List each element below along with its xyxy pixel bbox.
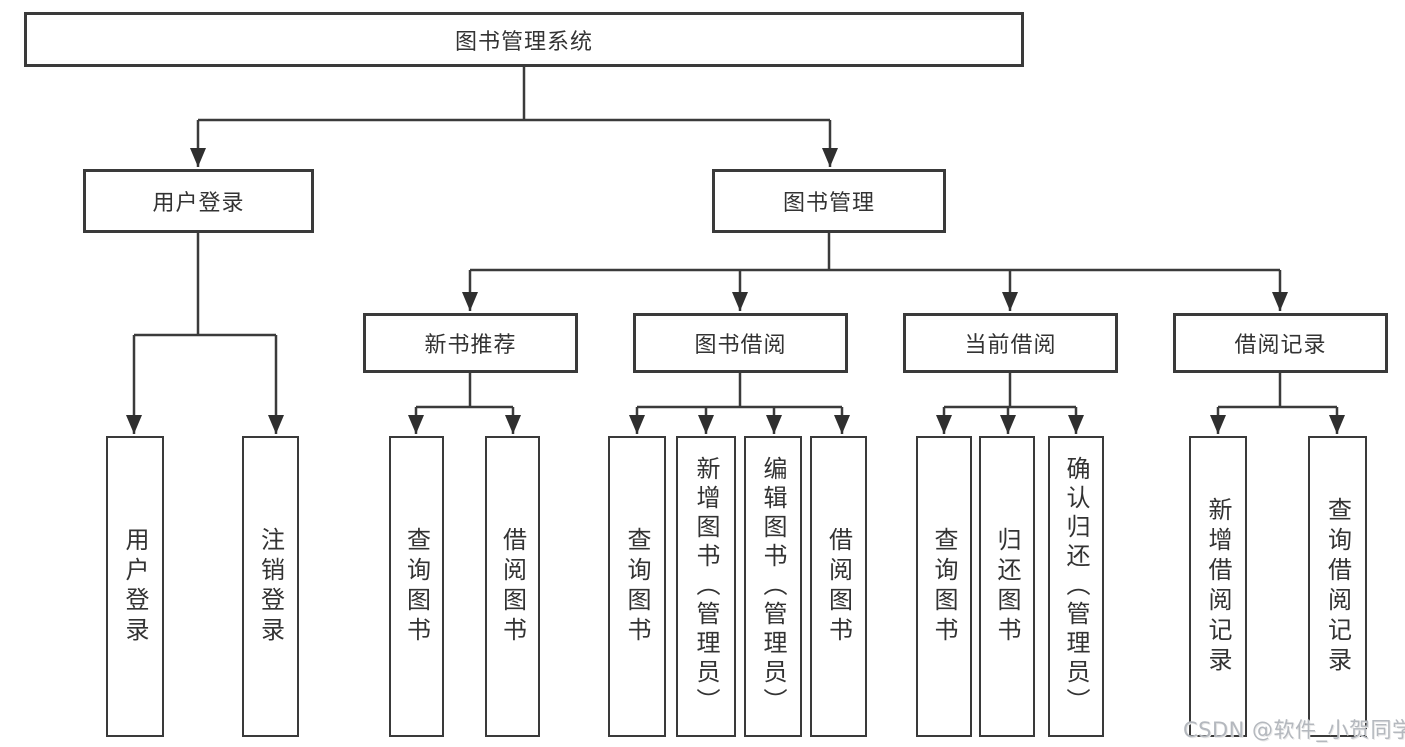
node-book-management-label: 图书管理 — [782, 191, 875, 216]
node-borrow-records-label: 借阅记录 — [1234, 333, 1327, 358]
leaf-logout: 注销登录 — [242, 436, 299, 737]
node-current-borrow: 当前借阅 — [903, 313, 1118, 373]
leaf-confirm-return-admin-label: 确认归还（管理员） — [1062, 456, 1090, 717]
node-new-book-recommend: 新书推荐 — [363, 313, 578, 373]
leaf-borrow-books-2-label: 借阅图书 — [824, 526, 853, 647]
node-current-borrow-label: 当前借阅 — [964, 333, 1057, 358]
leaf-query-books-1: 查询图书 — [389, 436, 444, 737]
leaf-query-books-3-label: 查询图书 — [930, 526, 958, 647]
leaf-add-books-admin-label: 新增图书（管理员） — [692, 456, 720, 717]
leaf-add-borrow-record: 新增借阅记录 — [1189, 436, 1247, 737]
leaf-query-books-2: 查询图书 — [608, 436, 666, 737]
leaf-edit-books-admin-label: 编辑图书（管理员） — [759, 456, 787, 717]
node-book-borrow: 图书借阅 — [633, 313, 848, 373]
leaf-return-books-label: 归还图书 — [993, 526, 1021, 647]
node-new-book-recommend-label: 新书推荐 — [424, 333, 517, 358]
node-book-management: 图书管理 — [712, 169, 946, 233]
leaf-logout-label: 注销登录 — [256, 526, 285, 647]
leaf-return-books: 归还图书 — [979, 436, 1035, 737]
leaf-query-borrow-record-label: 查询借阅记录 — [1323, 496, 1352, 677]
leaf-query-books-3: 查询图书 — [916, 436, 972, 737]
leaf-borrow-books-1-label: 借阅图书 — [498, 526, 527, 647]
leaf-query-borrow-record: 查询借阅记录 — [1308, 436, 1367, 737]
node-root-library-system: 图书管理系统 — [24, 12, 1024, 67]
leaf-add-borrow-record-label: 新增借阅记录 — [1204, 496, 1232, 677]
leaf-query-books-1-label: 查询图书 — [402, 526, 431, 647]
leaf-borrow-books-2: 借阅图书 — [810, 436, 867, 737]
node-book-borrow-label: 图书借阅 — [694, 333, 787, 358]
node-root-label: 图书管理系统 — [454, 29, 593, 55]
leaf-add-books-admin: 新增图书（管理员） — [676, 436, 736, 737]
leaf-confirm-return-admin: 确认归还（管理员） — [1048, 436, 1104, 737]
node-borrow-records: 借阅记录 — [1173, 313, 1388, 373]
node-user-login-label: 用户登录 — [152, 191, 245, 216]
leaf-user-login-label: 用户登录 — [121, 526, 149, 647]
leaf-edit-books-admin: 编辑图书（管理员） — [744, 436, 802, 737]
leaf-borrow-books-1: 借阅图书 — [485, 436, 540, 737]
node-user-login: 用户登录 — [83, 169, 314, 233]
leaf-user-login: 用户登录 — [106, 436, 164, 737]
leaf-query-books-2-label: 查询图书 — [623, 526, 651, 647]
csdn-watermark: CSDN @软件_小贺同学 — [1183, 718, 1405, 742]
